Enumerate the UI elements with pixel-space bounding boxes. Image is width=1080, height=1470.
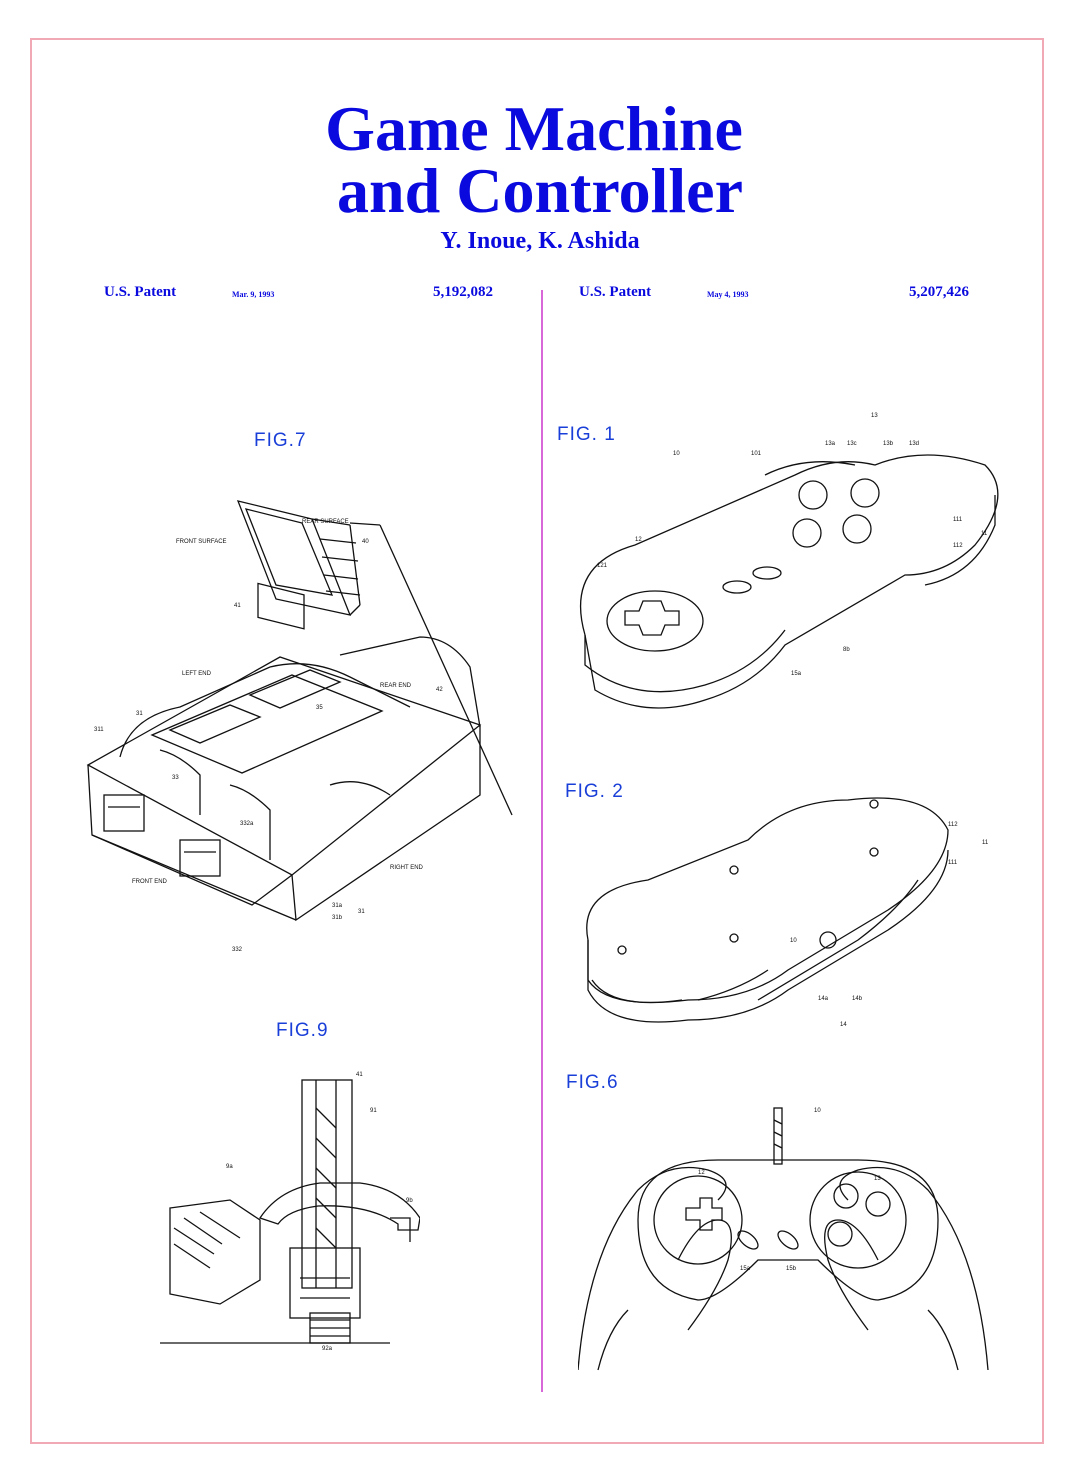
patent-right-date: May 4, 1993 xyxy=(707,290,749,299)
fig7-ann-33: 33 xyxy=(172,775,179,781)
fig9-label: FIG.9 xyxy=(276,1020,329,1041)
fig2-ann-11: 11 xyxy=(982,840,989,846)
fig7-ann-left-end: LEFT END xyxy=(182,671,212,677)
fig1-ann-13c: 13c xyxy=(847,441,857,447)
fig1-ann-112: 112 xyxy=(953,543,963,549)
patent-right-number: 5,207,426 xyxy=(909,284,969,300)
fig7-label: FIG.7 xyxy=(254,430,307,451)
fig7-ann-42: 42 xyxy=(436,687,443,693)
fig7-ann-40: 40 xyxy=(362,539,369,545)
fig6-ann-15b: 15b xyxy=(786,1266,797,1272)
fig7-drawing: FRONT SURFACE REAR SURFACE 40 41 LEFT EN… xyxy=(80,495,525,965)
title-line-2: and Controller xyxy=(337,155,743,226)
fig1-ann-8b: 8b xyxy=(843,647,850,653)
console xyxy=(86,636,482,922)
patent-right-label: U.S. Patent xyxy=(579,284,652,300)
fig7-ann-rear-surface: REAR SURFACE xyxy=(302,519,349,525)
fig6-ann-15a: 15a xyxy=(740,1266,751,1272)
fig2-ann-14a: 14a xyxy=(818,996,829,1002)
fig1-ann-13d: 13d xyxy=(909,441,919,447)
fig7-ann-41: 41 xyxy=(234,603,241,609)
fig9-ann-side: 91 xyxy=(370,1108,377,1114)
fig6-label: FIG.6 xyxy=(566,1072,619,1093)
fig7-ann-31b: 31b xyxy=(332,915,343,921)
fig7-ann-front-surface: FRONT SURFACE xyxy=(176,539,227,545)
cartridge xyxy=(236,500,361,630)
fig1-drawing: 10 13 13a 13c 13b 13d 101 12 121 111 112… xyxy=(565,405,1005,725)
fig7-ann-31a: 31a xyxy=(332,903,343,909)
fig7-ann-front-end: FRONT END xyxy=(132,879,168,885)
authors: Y. Inoue, K. Ashida xyxy=(440,228,640,254)
fig9-ann-b: 9b xyxy=(406,1198,413,1204)
fig7-ann-35: 35 xyxy=(316,705,323,711)
fig2-ann-10: 10 xyxy=(790,938,797,944)
fig6-ann-10: 10 xyxy=(814,1108,821,1114)
fig7-ann-right-end: RIGHT END xyxy=(390,865,424,871)
fig1-ann-13: 13 xyxy=(871,413,878,419)
fig1-ann-111: 111 xyxy=(953,517,963,523)
fig1-ann-15a: 15a xyxy=(791,671,802,677)
fig6-ann-13: 13 xyxy=(874,1176,881,1182)
fig2-ann-112: 112 xyxy=(948,822,958,828)
fig2-ann-14b: 14b xyxy=(852,996,863,1002)
patent-left-date: Mar. 9, 1993 xyxy=(232,290,275,299)
fig7-ann-332a: 332a xyxy=(240,821,254,827)
patent-left-label: U.S. Patent xyxy=(104,284,177,300)
fig9-ann-top: 41 xyxy=(356,1072,363,1078)
fig9-drawing: 41 91 92a 9a 9b xyxy=(160,1068,420,1352)
fig7-ann-332: 332 xyxy=(232,947,243,953)
fig1-ann-13b: 13b xyxy=(883,441,894,447)
fig2-label: FIG. 2 xyxy=(565,781,624,802)
fig1-ann-121: 121 xyxy=(597,563,608,569)
fig7-ann-rear-end: REAR END xyxy=(380,683,412,689)
fig6-drawing: 10 15a 15b 12 13 xyxy=(578,1100,998,1385)
fig7-ann-31: 31 xyxy=(136,711,143,717)
fig1-ann-13a: 13a xyxy=(825,441,836,447)
fig1-ann-101: 101 xyxy=(751,451,762,457)
page-border xyxy=(30,38,1044,1444)
fig9-ann-a: 9a xyxy=(226,1164,233,1170)
fig2-drawing: 112 111 11 14a 14b 14 10 xyxy=(578,790,998,1040)
patent-left-number: 5,192,082 xyxy=(433,284,493,300)
fig7-ann-311: 311 xyxy=(94,727,104,733)
fig6-ann-12: 12 xyxy=(698,1170,705,1176)
fig1-ann-10: 10 xyxy=(673,451,680,457)
fig1-label: FIG. 1 xyxy=(557,424,616,445)
fig7-ann-31c: 31 xyxy=(358,909,365,915)
title-line-1: Game Machine xyxy=(325,93,743,164)
fig1-ann-11: 11 xyxy=(981,531,988,537)
fig2-ann-111: 111 xyxy=(948,860,958,866)
fig2-ann-14: 14 xyxy=(840,1022,847,1028)
center-divider xyxy=(541,290,543,1392)
fig1-ann-12: 12 xyxy=(635,537,642,543)
fig9-ann-bottom: 92a xyxy=(322,1346,333,1352)
